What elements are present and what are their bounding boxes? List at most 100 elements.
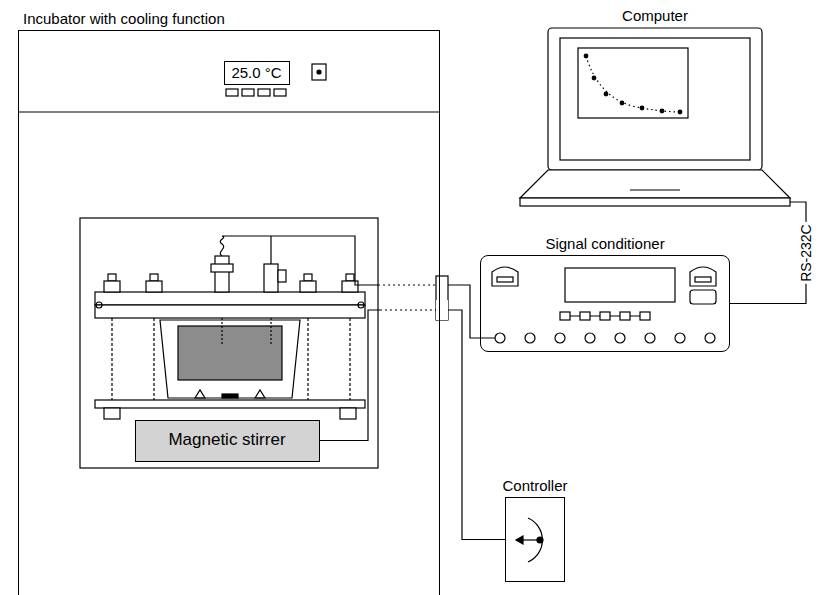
wire-connector [320, 310, 506, 540]
incubator-panel [242, 89, 254, 96]
laptop-illustration [630, 189, 680, 190]
laptop-illustration [640, 106, 644, 110]
laptop-illustration [586, 56, 682, 112]
reactor-vessel [304, 274, 312, 281]
controller-dial [537, 537, 543, 543]
reactor-vessel [95, 400, 365, 408]
reactor-vessel [222, 394, 238, 398]
sensor-probes [221, 318, 222, 346]
laptop-illustration [592, 76, 596, 80]
reactor-vessel [111, 318, 112, 400]
reactor-vessel [95, 274, 365, 419]
reactor-vessel [108, 274, 116, 281]
reactor-vessel [349, 318, 350, 400]
box-label: Magnetic stirrer [168, 430, 285, 450]
reactor-vessel [95, 292, 365, 305]
conditioner-panel [580, 312, 590, 320]
incubator-panel [18, 64, 440, 112]
sensor-probes [211, 264, 233, 272]
laptop-illustration [584, 54, 588, 58]
reactor-vessel [346, 274, 354, 281]
conditioner-panel [497, 277, 513, 282]
part-heading: Controller [502, 477, 567, 495]
controller-dial [516, 518, 543, 562]
temperature-display: 25.0 °C [224, 61, 290, 85]
laptop-illustration [520, 28, 790, 206]
sensor-wire [270, 236, 271, 264]
reactor-vessel [104, 408, 120, 419]
laptop-illustration [578, 48, 688, 118]
inner-chamber [80, 218, 378, 468]
conditioner-panel [492, 267, 518, 286]
conditioner-panel [600, 312, 610, 320]
reactor-vessel [150, 274, 158, 281]
sensor-wire [436, 276, 448, 320]
conditioner-panel [705, 333, 715, 343]
reactor-vessel [340, 408, 356, 419]
conditioner-panel [675, 333, 685, 343]
conditioner-panel [620, 312, 630, 320]
conditioner-panel [565, 268, 675, 302]
conditioner-panel [555, 333, 565, 343]
conditioner-panel [640, 312, 650, 320]
laptop-illustration [620, 101, 624, 105]
computer: Computer [520, 28, 790, 206]
sensor-wire [448, 285, 495, 338]
laptop-illustration [678, 110, 682, 114]
reactor-vessel [160, 320, 300, 398]
reactor-vessel [95, 305, 365, 318]
reactor-vessel [96, 302, 102, 308]
reactor-vessel [195, 390, 205, 398]
wall-passage [380, 306, 435, 314]
part-heading: Computer [622, 7, 688, 25]
signal-label: RS-232C [798, 222, 814, 284]
conditioner-panel [615, 333, 625, 343]
incubator-panel [317, 70, 321, 74]
laptop-illustration [604, 92, 608, 96]
conditioner-panel [690, 290, 716, 304]
reactor-vessel [255, 390, 265, 398]
wall-passage [380, 309, 436, 310]
conditioner-panel [690, 267, 716, 286]
laptop-illustration [660, 109, 664, 113]
incubator-panel [274, 89, 286, 96]
sensor-wire [220, 236, 495, 338]
conditioner-panel [525, 333, 535, 343]
laptop-illustration [520, 170, 790, 198]
wire-connector [730, 202, 806, 304]
conditioner-panel [585, 333, 595, 343]
sensor-wire [378, 284, 436, 285]
sensor-wire [220, 236, 378, 285]
laptop-illustration [520, 198, 790, 206]
sensor-probes [270, 318, 271, 346]
reactor-vessel [178, 326, 282, 380]
conditioner-panel [492, 267, 716, 343]
incubator-panel [226, 89, 238, 96]
reactor-vessel [146, 281, 162, 292]
laptop-illustration [560, 38, 750, 160]
reactor-vessel [153, 318, 154, 400]
part-heading: Incubator with cooling function [23, 10, 225, 28]
sensor-probes [211, 256, 286, 346]
conditioner-panel [695, 277, 711, 282]
reactor-vessel [358, 302, 364, 308]
signal-conditioner: Signal conditioner [480, 255, 730, 352]
conditioner-panel [645, 333, 655, 343]
magnetic-stirrer: Magnetic stirrer [135, 420, 320, 462]
conditioner-panel [495, 333, 505, 343]
box-label: 25.0 °C [231, 64, 281, 82]
laptop-illustration [548, 28, 762, 170]
sensor-probes [278, 270, 286, 282]
reactor-vessel [300, 281, 316, 292]
reactor-vessel [307, 318, 308, 400]
reactor-vessel [104, 281, 120, 292]
sensor-probes [264, 264, 278, 292]
wall-passage [436, 300, 448, 320]
incubator-panel [312, 64, 326, 80]
incubator-panel [18, 111, 440, 112]
part-heading: Signal conditioner [545, 235, 664, 253]
